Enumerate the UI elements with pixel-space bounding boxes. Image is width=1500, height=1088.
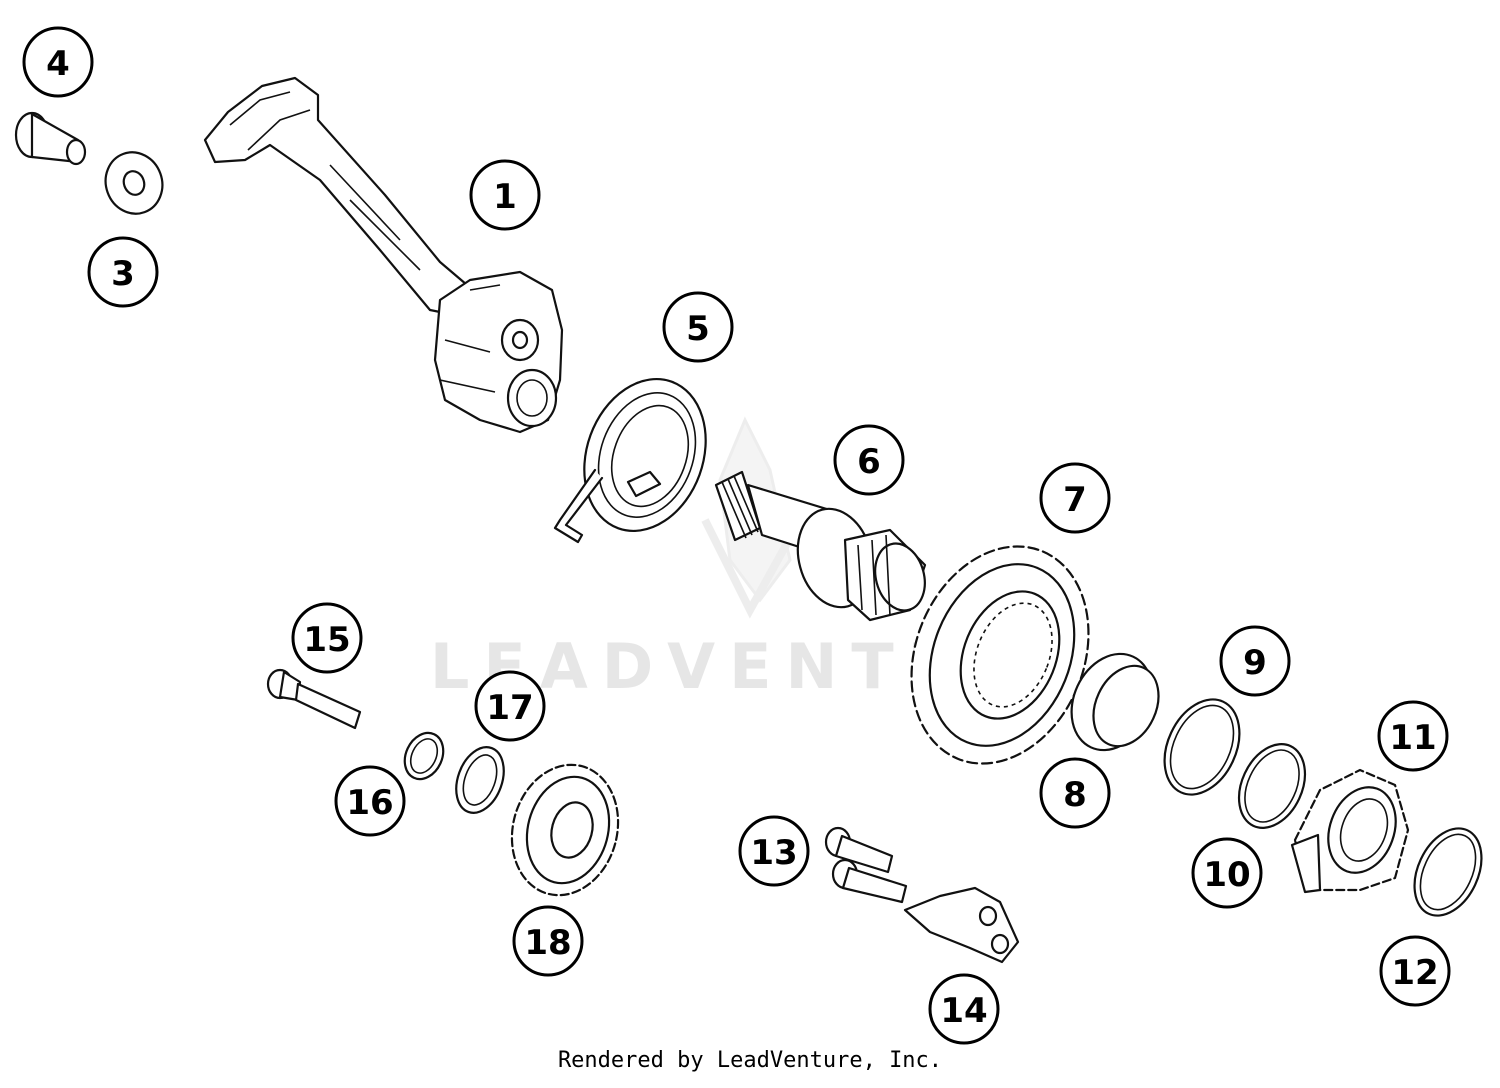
part-15-bolt[interactable]: [266, 668, 362, 730]
part-6-shaft[interactable]: [714, 470, 932, 622]
part-18-gear[interactable]: [498, 753, 633, 907]
callout-6[interactable]: 6: [833, 424, 905, 496]
callout-9[interactable]: 9: [1219, 625, 1291, 697]
callout-10-label: 10: [1203, 855, 1250, 895]
callout-15-label: 15: [303, 620, 350, 660]
part-4-pin[interactable]: [14, 111, 87, 166]
callout-18-label: 18: [524, 923, 571, 963]
callout-16-label: 16: [346, 783, 393, 823]
part-13-bolts[interactable]: [824, 826, 908, 904]
callout-8-label: 8: [1063, 775, 1087, 815]
callout-10[interactable]: 10: [1191, 837, 1263, 909]
callout-1-label: 1: [493, 177, 517, 217]
part-5-spring[interactable]: [553, 362, 726, 548]
callout-13[interactable]: 13: [738, 815, 810, 887]
callout-14-label: 14: [940, 991, 987, 1031]
callout-16[interactable]: 16: [334, 765, 406, 837]
callout-9-label: 9: [1243, 643, 1267, 683]
callout-5[interactable]: 5: [662, 291, 734, 363]
callout-4[interactable]: 4: [22, 26, 94, 98]
callout-3-label: 3: [111, 254, 135, 294]
callout-17[interactable]: 17: [474, 670, 546, 742]
callout-5-label: 5: [686, 309, 710, 349]
footer-credit: Rendered by LeadVenture, Inc.: [557, 1048, 943, 1073]
part-1-kick-lever[interactable]: [203, 76, 564, 434]
part-16-circlip[interactable]: [398, 727, 451, 786]
callout-12-label: 12: [1391, 953, 1438, 993]
callout-7-label: 7: [1063, 480, 1087, 520]
callout-4-label: 4: [46, 44, 70, 84]
callout-18[interactable]: 18: [512, 905, 584, 977]
callout-6-label: 6: [857, 442, 881, 482]
callout-11-label: 11: [1389, 718, 1436, 758]
callout-11[interactable]: 11: [1377, 700, 1449, 772]
part-17-washer[interactable]: [448, 741, 513, 820]
part-3-washer[interactable]: [97, 144, 171, 221]
callout-8[interactable]: 8: [1039, 757, 1111, 829]
callout-7[interactable]: 7: [1039, 462, 1111, 534]
callout-1[interactable]: 1: [469, 159, 541, 231]
callout-15[interactable]: 15: [291, 602, 363, 674]
part-11-ratchet[interactable]: [1290, 768, 1410, 894]
callout-3[interactable]: 3: [87, 236, 159, 308]
callout-17-label: 17: [486, 688, 533, 728]
part-14-plate[interactable]: [903, 886, 1020, 964]
part-12-circlip[interactable]: [1401, 818, 1494, 927]
callout-12[interactable]: 12: [1379, 935, 1451, 1007]
callout-13-label: 13: [750, 833, 797, 873]
part-8-bushing[interactable]: [1056, 641, 1171, 764]
part-7-gear[interactable]: [880, 520, 1120, 791]
part-9-washer[interactable]: [1150, 687, 1254, 806]
callout-14[interactable]: 14: [928, 973, 1000, 1045]
part-10-circlip[interactable]: [1226, 733, 1318, 838]
